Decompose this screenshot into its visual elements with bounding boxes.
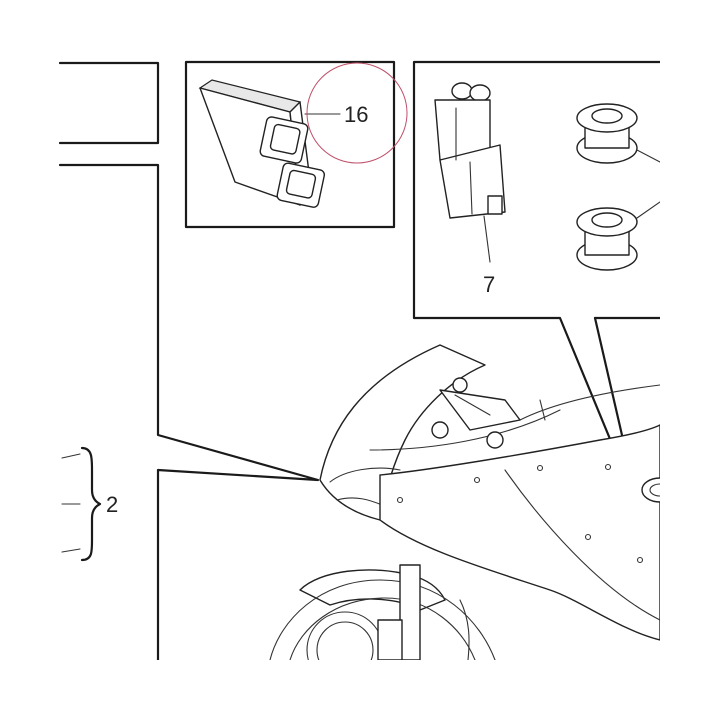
detail-frame-left xyxy=(58,61,160,145)
highlight-circle xyxy=(306,62,408,164)
leader-line-7 xyxy=(483,215,491,263)
motorcycle-illustration xyxy=(269,344,660,660)
callout-2-group: 2 xyxy=(61,446,118,562)
detail-box-16: 16 xyxy=(184,60,408,229)
connector-part xyxy=(434,82,506,219)
callout-16: 16 xyxy=(344,102,368,127)
callout-2: 2 xyxy=(106,492,118,517)
callout-7: 7 xyxy=(483,272,495,297)
grommet-bottom xyxy=(576,201,660,271)
grommet-top xyxy=(576,103,660,164)
detail-leader-frame xyxy=(58,163,320,660)
control-unit-part xyxy=(198,79,326,208)
brace xyxy=(80,446,102,562)
